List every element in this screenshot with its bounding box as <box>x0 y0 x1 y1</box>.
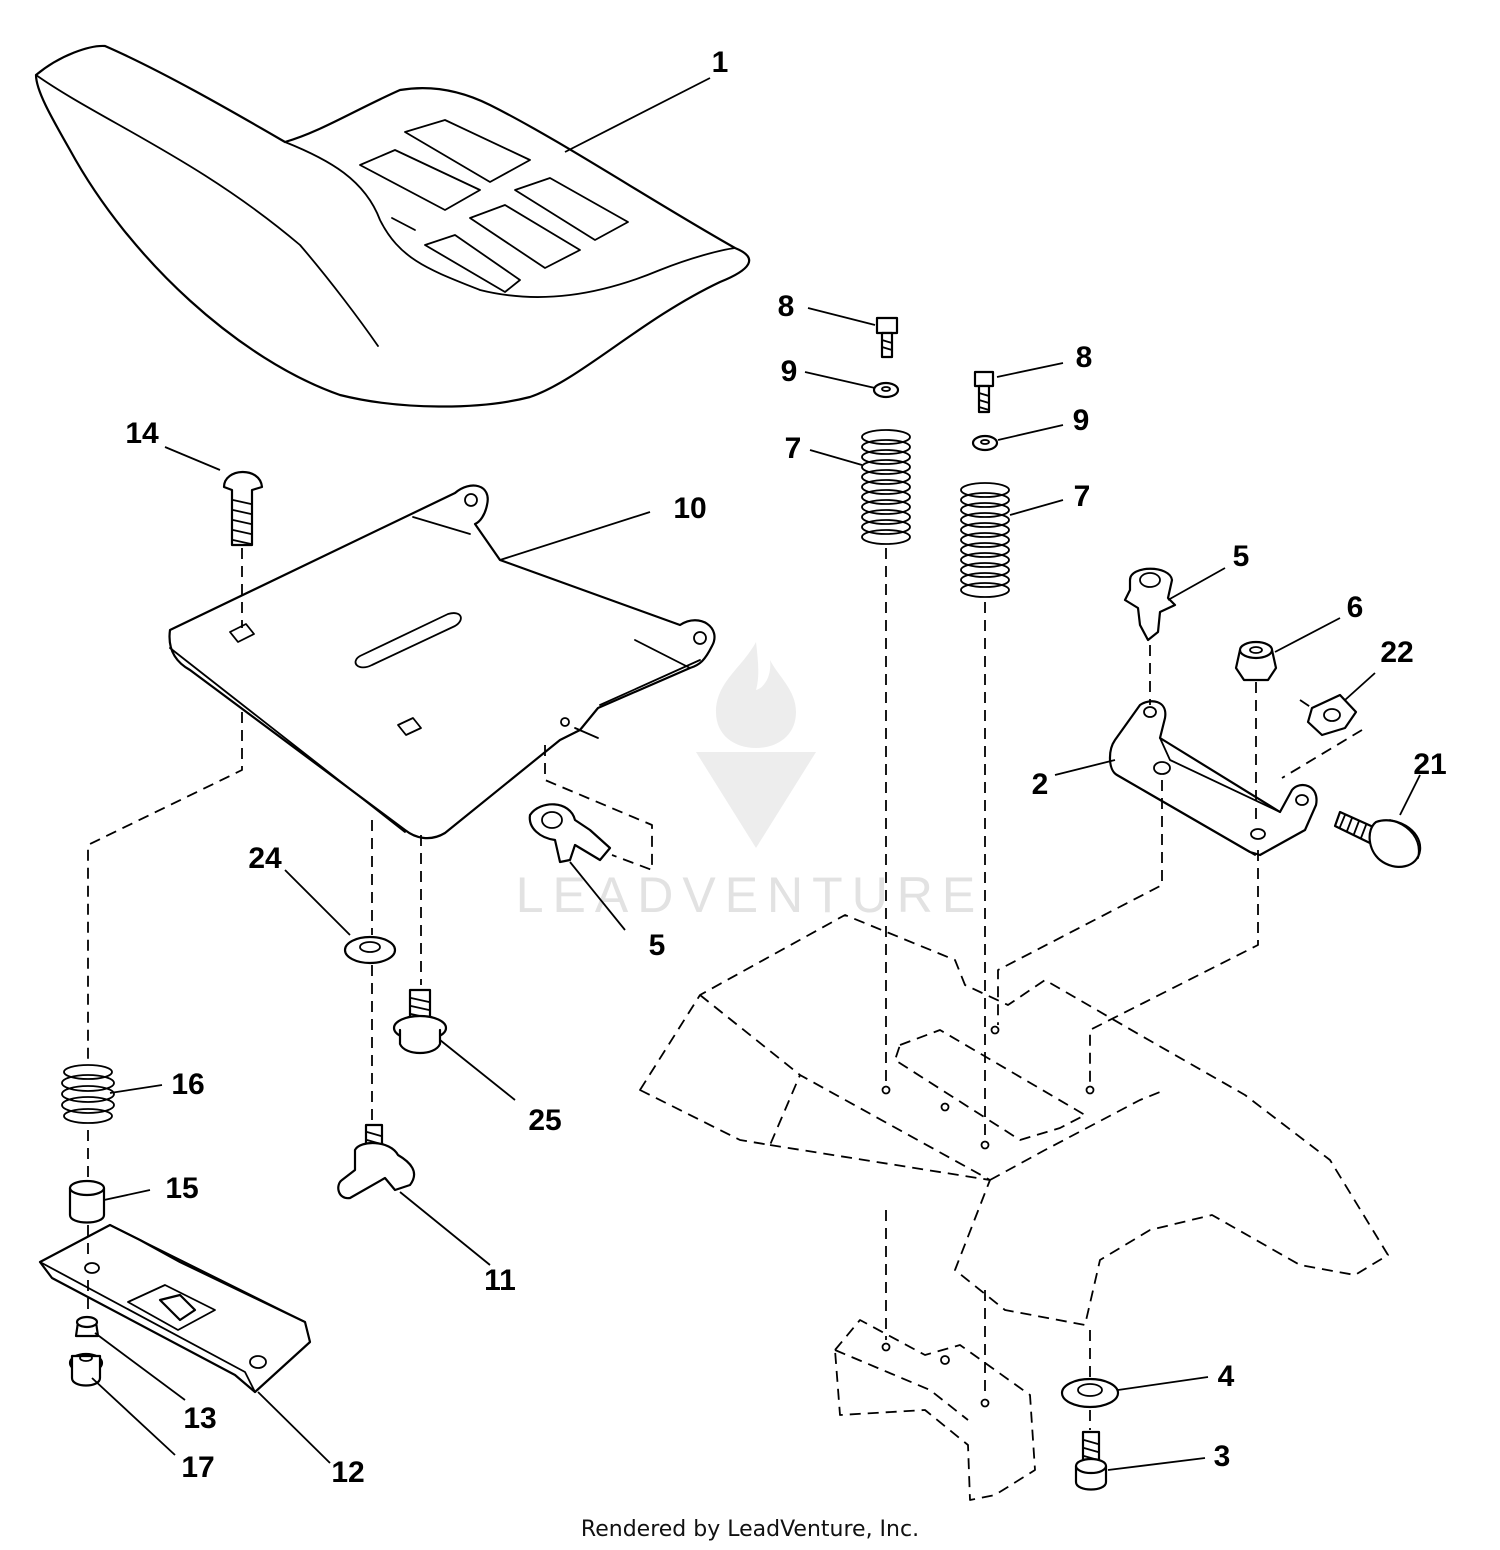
carriage-bolt <box>222 471 264 547</box>
callout-10: 10 <box>673 492 706 525</box>
watermark: LEADVENTURE <box>516 642 985 923</box>
callout-4: 4 <box>1218 1360 1235 1393</box>
spacer <box>68 1179 106 1224</box>
callout-16: 16 <box>171 1068 204 1101</box>
bracket-12 <box>38 1223 312 1394</box>
callout-6: 6 <box>1347 591 1364 624</box>
wire-clip-left <box>528 803 612 864</box>
callout-22: 22 <box>1380 636 1413 669</box>
leader-lines <box>91 77 1421 1471</box>
callout-9-left: 9 <box>781 355 798 388</box>
seat <box>34 44 751 408</box>
seat-pan <box>168 484 716 840</box>
callout-11: 11 <box>484 1264 516 1297</box>
callout-1: 1 <box>712 46 729 79</box>
callout-14: 14 <box>125 417 159 450</box>
footer-credit: Rendered by LeadVenture, Inc. <box>580 1517 920 1542</box>
callout-9-right: 9 <box>1073 404 1090 437</box>
bolt-8-left <box>875 316 899 359</box>
assembly-lines <box>87 548 1363 1430</box>
callout-21: 21 <box>1413 748 1446 781</box>
hex-bolt-3 <box>1074 1430 1108 1491</box>
callouts: 1 14 10 24 25 5 16 15 11 13 17 12 8 9 7 … <box>125 46 1446 1489</box>
callout-7-right: 7 <box>1074 480 1091 513</box>
callout-15: 15 <box>165 1172 198 1205</box>
lock-nut-6 <box>1234 640 1278 682</box>
spring-16 <box>61 1064 115 1124</box>
flame-logo-icon <box>716 642 796 748</box>
washer-4 <box>1060 1377 1120 1409</box>
callout-24: 24 <box>248 842 282 875</box>
callout-3: 3 <box>1214 1440 1231 1473</box>
callout-5-left: 5 <box>649 929 666 962</box>
knob <box>337 1123 416 1200</box>
callout-7-left: 7 <box>785 432 802 465</box>
callout-2: 2 <box>1032 768 1049 801</box>
bolt-8-right <box>973 370 995 414</box>
shoulder-bolt <box>392 988 448 1055</box>
nut-22 <box>1306 693 1358 737</box>
bolt-21 <box>1333 810 1422 868</box>
callout-12: 12 <box>331 1456 364 1489</box>
callout-8-right: 8 <box>1076 341 1093 374</box>
bracket-2 <box>1108 700 1318 857</box>
callout-8-left: 8 <box>778 290 795 323</box>
callout-5-right: 5 <box>1233 540 1250 573</box>
callout-17: 17 <box>181 1451 214 1484</box>
spring-7-right <box>960 482 1010 598</box>
fender-reference <box>639 914 1389 1501</box>
v-logo-icon <box>696 752 816 848</box>
washer-9-left <box>872 381 900 399</box>
flange-nut-17 <box>68 1352 104 1387</box>
washer-24 <box>343 935 397 965</box>
spring-7-left <box>861 429 911 545</box>
wire-clip-right <box>1123 567 1177 642</box>
watermark-text: LEADVENTURE <box>516 867 985 923</box>
washer-9-right <box>971 434 999 452</box>
nut-13 <box>74 1315 100 1338</box>
callout-13: 13 <box>183 1402 216 1435</box>
callout-25: 25 <box>528 1104 561 1137</box>
